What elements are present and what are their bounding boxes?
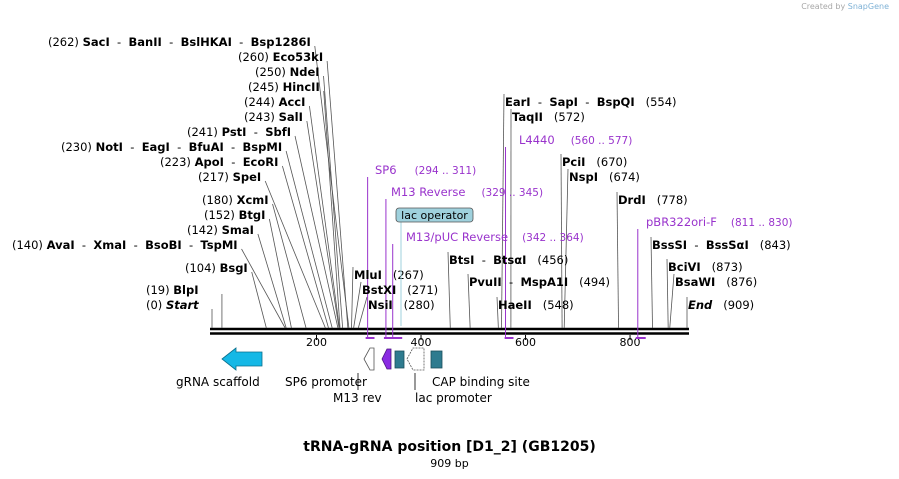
primer-labels: SP6(294 .. 311) M13 Reverse(329 .. 345) … xyxy=(375,133,793,244)
enzyme-row[interactable]: DrdI (778) xyxy=(618,193,688,207)
cut-site-line xyxy=(326,60,349,329)
enzyme-row[interactable]: BtsI - BtsαI (456) xyxy=(449,253,568,267)
enzyme-row[interactable]: (19) BlpI xyxy=(146,283,198,297)
sp6-promoter-label: SP6 promoter xyxy=(285,375,367,389)
enzyme-row[interactable]: (180) XcmI xyxy=(202,193,269,207)
sequence-length: 909 bp xyxy=(430,457,469,470)
enzyme-row[interactable]: (140) AvaI - XmaI - BsoBI - TspMI xyxy=(12,238,238,252)
enzyme-row[interactable]: PvuII - MspA1I (494) xyxy=(469,275,610,289)
cut-site-line xyxy=(560,153,563,329)
features: gRNA scaffold SP6 promoter M13 rev lac p… xyxy=(176,347,530,405)
cut-site-line xyxy=(323,75,344,329)
map-title: tRNA-gRNA position [D1_2] (GB1205) xyxy=(303,439,596,455)
primer-lines xyxy=(365,147,646,339)
enzyme-row[interactable]: (223) ApoI - EcoRI xyxy=(160,155,278,169)
enzyme-row[interactable]: (152) BtgI xyxy=(204,208,265,222)
lac-operator-label: lac operator xyxy=(401,209,468,222)
enzyme-row[interactable]: NspI (674) xyxy=(569,170,640,184)
cap-binding-site-label: CAP binding site xyxy=(432,375,530,389)
cut-site-line xyxy=(650,236,653,329)
primer-m13puc-reverse-label[interactable]: M13/pUC Reverse(342 .. 364) xyxy=(406,230,584,244)
snapgene-logo: SnapGene xyxy=(847,2,889,11)
cut-site-line xyxy=(309,105,340,329)
m13-rev-label: M13 rev xyxy=(333,391,382,405)
cut-site-line xyxy=(666,258,669,329)
cut-site-line xyxy=(351,266,354,329)
m13-rev-arrow[interactable] xyxy=(381,348,392,370)
enzyme-row[interactable]: (230) NotI - EagI - BfuAI - BspMI xyxy=(61,140,282,154)
tick-label: 200 xyxy=(306,336,327,349)
cut-site-line xyxy=(285,150,333,329)
cut-site-line xyxy=(357,296,368,329)
tick-label: 600 xyxy=(515,336,536,349)
cut-site-line xyxy=(496,296,499,329)
backbone xyxy=(210,327,689,335)
enzyme-row[interactable]: BstXI (271) xyxy=(362,283,438,297)
enzyme-row[interactable]: PciI (670) xyxy=(562,155,627,169)
primer-pbr322ori-f-label[interactable]: pBR322ori-F(811 .. 830) xyxy=(646,215,793,229)
enzyme-row[interactable]: BciVI (873) xyxy=(668,260,743,274)
cut-site-line xyxy=(306,120,340,329)
enzyme-row[interactable]: (262) SacI - BanII - BslHKAI - Bsp1286I xyxy=(48,35,311,49)
cut-site-line xyxy=(282,165,329,329)
cut-site-line xyxy=(467,273,471,329)
sp6-promoter-arrow[interactable] xyxy=(363,347,375,371)
enzyme-row[interactable]: MluI (267) xyxy=(354,268,424,282)
snapgene-credit: Created by SnapGene xyxy=(801,2,889,11)
enzyme-row[interactable]: (104) BsgI xyxy=(185,261,248,275)
cut-site-line xyxy=(447,251,451,329)
primer-l4440-label[interactable]: L4440(560 .. 577) xyxy=(519,133,632,147)
enzyme-row[interactable]: TaqII (572) xyxy=(512,110,585,124)
enzyme-row[interactable]: (0) Start xyxy=(146,298,199,312)
cut-site-line xyxy=(353,281,362,329)
enzyme-row[interactable]: (142) SmaI xyxy=(187,223,254,237)
cut-site-line xyxy=(616,191,619,329)
cut-site-line xyxy=(251,271,267,329)
cut-site-line xyxy=(241,248,286,329)
ruler: 200 400 600 800 xyxy=(306,335,641,349)
enzyme-row[interactable]: End (909) xyxy=(688,298,754,312)
cut-site-line xyxy=(268,218,292,329)
cut-site-line xyxy=(563,168,569,329)
enzyme-row[interactable]: (243) SalI xyxy=(244,110,303,124)
cut-site-line xyxy=(501,93,505,329)
grna-scaffold-arrow[interactable] xyxy=(221,347,263,371)
primer-sp6-label[interactable]: SP6(294 .. 311) xyxy=(375,163,476,177)
enzyme-row[interactable]: (250) NdeI xyxy=(255,65,320,79)
cut-site-lines xyxy=(211,45,688,329)
enzyme-row[interactable]: (217) SpeI xyxy=(198,170,261,184)
tick-label: 800 xyxy=(620,336,641,349)
cut-site-line xyxy=(264,180,326,329)
cut-site-line xyxy=(669,273,675,329)
cut-site-line xyxy=(272,203,307,329)
cut-site-line xyxy=(257,233,287,329)
enzyme-row[interactable]: BssSI - BssSαI (843) xyxy=(652,238,791,252)
enzyme-row[interactable]: HaeII (548) xyxy=(498,298,574,312)
enzyme-row[interactable]: (245) HincII xyxy=(248,80,320,94)
enzyme-row[interactable]: (244) AccI xyxy=(244,95,305,109)
cut-site-line xyxy=(294,135,339,329)
enzyme-row[interactable]: BsaWI (876) xyxy=(675,275,757,289)
lac-operator[interactable]: lac operator xyxy=(395,207,474,326)
lac-operator-block[interactable] xyxy=(394,350,405,369)
cap-binding-site-block[interactable] xyxy=(430,350,443,369)
enzyme-labels: (262) SacI - BanII - BslHKAI - Bsp1286I(… xyxy=(12,35,791,312)
tick-label: 400 xyxy=(411,336,432,349)
cut-site-line xyxy=(323,90,341,329)
grna-scaffold-label: gRNA scaffold xyxy=(176,375,260,389)
lac-promoter-label: lac promoter xyxy=(415,391,492,405)
enzyme-row[interactable]: (241) PstI - SbfI xyxy=(187,125,291,139)
lac-promoter-arrow[interactable] xyxy=(406,347,425,371)
enzyme-row[interactable]: (260) Eco53kI xyxy=(238,50,323,64)
enzyme-row[interactable]: NsiI (280) xyxy=(368,298,435,312)
primer-m13-reverse-label[interactable]: M13 Reverse(329 .. 345) xyxy=(391,185,543,199)
enzyme-row[interactable]: EarI - SapI - BspQI (554) xyxy=(505,95,677,109)
